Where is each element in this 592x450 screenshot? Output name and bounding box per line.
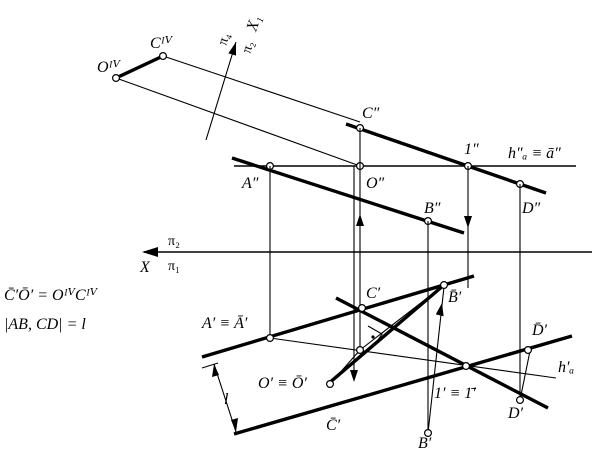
point-D1 [515, 396, 524, 405]
projector-C-iv [162, 55, 361, 123]
right-angle-dot [371, 335, 375, 339]
point-O-iv [111, 73, 120, 82]
aux-line-O-Cbar [329, 349, 361, 385]
right-angle-mark [367, 325, 383, 347]
line-h-alpha-horizontal [269, 337, 557, 379]
label-C1: C′ [366, 285, 381, 302]
label-A1: A′ ≡ Ā′ [201, 315, 248, 332]
point-A1 [266, 334, 275, 343]
label-O1: O′ ≡ Ō′ [258, 374, 307, 392]
segment-CD-frontal [345, 122, 547, 195]
label-pi2: π₂ [168, 234, 180, 249]
label-h-alpha1: h′ₐ [558, 359, 575, 376]
arrow-down-one [464, 216, 472, 228]
aux-line-O-B [359, 284, 445, 351]
label-C2: C″ [362, 105, 380, 122]
label-X: X [139, 259, 151, 276]
note-distance: |AB, CD| = l [4, 316, 86, 333]
point-C1 [358, 304, 367, 313]
segment-AB-horizontal [335, 296, 549, 410]
aux-line-D-Dbar [519, 350, 531, 401]
label-B1: B′ [418, 435, 432, 450]
label-one2: 1″ [464, 141, 479, 158]
label-D1: D′ [507, 405, 524, 422]
axis-x1-arrowhead [228, 42, 237, 56]
segment-CB-horizontal [326, 283, 446, 386]
arrow-up-C [356, 214, 364, 226]
label-distance-l: l [224, 391, 229, 408]
point-one1 [462, 362, 471, 371]
dimension-arrow-bottom [231, 418, 238, 432]
label-pi2-top: π₂ [240, 39, 258, 55]
label-pi4: π₄ [216, 31, 234, 47]
projector-O-iv [115, 77, 361, 167]
line-lower-parallel [233, 334, 573, 436]
label-C-iv: Cᴵⱽ [150, 35, 174, 52]
label-A2: A″ [241, 175, 259, 192]
line-A-prime-upper [201, 274, 475, 359]
label-O-iv: Oᴵⱽ [97, 59, 122, 76]
dimension-tick-top [201, 362, 219, 369]
point-D1bar [523, 346, 532, 355]
label-O2: O″ [366, 175, 385, 192]
label-one1: 1′ ≡ 1̄′ [434, 385, 476, 402]
label-D1bar: D̄′ [531, 322, 548, 339]
point-B1 [424, 429, 433, 438]
note-equality: C̄′Ō′ = OᴵⱽCᴵⱽ [4, 286, 99, 304]
label-h-alpha2: h″ₐ ≡ ā″ [508, 145, 561, 162]
label-pi1: π₁ [168, 259, 180, 274]
dimension-arrow-top [212, 364, 219, 377]
label-C1bar: C̄′ [326, 417, 341, 434]
point-B1bar [440, 281, 449, 290]
segment-OC-iv [115, 54, 164, 80]
arrow-down-O [350, 370, 358, 382]
point-O1 [356, 346, 365, 355]
arrow-to-Bbar [435, 303, 444, 317]
label-B2: B″ [424, 200, 441, 217]
label-B1bar: B̄′ [448, 289, 462, 306]
axis-x-arrowhead [142, 247, 158, 257]
point-C-iv [159, 51, 168, 60]
label-D2: D″ [521, 200, 541, 217]
label-X1: X₁ [243, 13, 264, 34]
axis-x1-line [205, 41, 237, 141]
point-C1bar [326, 380, 335, 389]
